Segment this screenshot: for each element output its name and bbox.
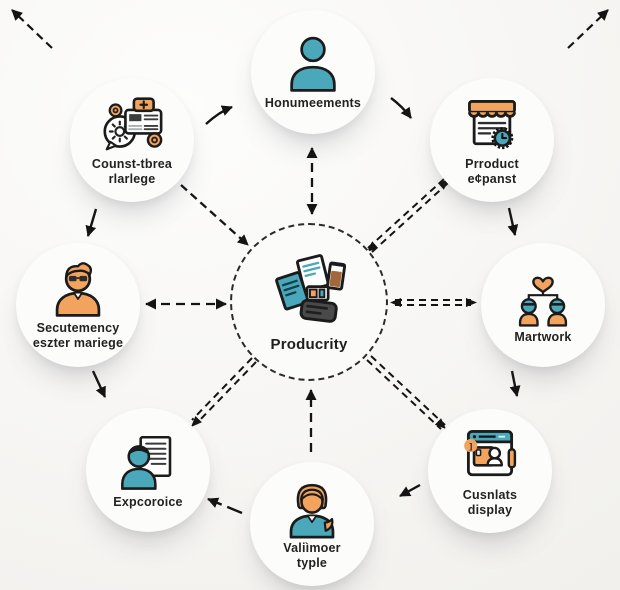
person-document-icon bbox=[115, 431, 181, 493]
node-prroduct-expanst: Prroduct e¢panst bbox=[430, 78, 554, 202]
node-label: Expcoroice bbox=[113, 494, 183, 509]
connector-topleft-center bbox=[180, 184, 249, 246]
connector-center-right bbox=[395, 299, 471, 306]
connector-center-bottomright bbox=[366, 355, 446, 430]
documents-stack-icon bbox=[263, 252, 355, 332]
team-heart-icon bbox=[510, 266, 576, 328]
arrow-right-bottomright bbox=[509, 370, 521, 397]
person-glasses-icon bbox=[45, 259, 111, 319]
arrow-topright-right bbox=[507, 207, 519, 236]
corner-arrow-top-left bbox=[11, 9, 53, 49]
arrow-bottomright-bottomcenter bbox=[399, 483, 421, 498]
node-cusnlats: ] Cusnlats display bbox=[428, 409, 552, 533]
node-counst-tbrea: Counst-tbrea rlarlege bbox=[70, 78, 194, 202]
node-label: Cusnlats display bbox=[462, 488, 518, 517]
browser-package-icon: ] bbox=[456, 424, 524, 486]
node-label: Martwork bbox=[514, 329, 572, 344]
svg-text:]: ] bbox=[469, 441, 472, 451]
node-valilmoer: Valiìmoer typle bbox=[250, 462, 374, 586]
node-honumeements: Honumeements bbox=[251, 10, 375, 134]
person-wave-icon bbox=[279, 477, 345, 539]
node-label: Honumeements bbox=[264, 95, 362, 110]
node-label: Valiìmoer typle bbox=[283, 541, 341, 570]
node-secutemency: Secutemency eszter mariege bbox=[16, 243, 140, 367]
node-label: Prroduct e¢panst bbox=[465, 157, 519, 186]
connector-center-topright bbox=[367, 178, 449, 253]
arrow-left-bottomleft bbox=[91, 370, 107, 398]
chat-gear-card-icon bbox=[98, 93, 166, 155]
node-producrity: Producrity bbox=[230, 223, 388, 381]
connector-center-bottomleft bbox=[191, 357, 257, 425]
node-label: Secutemency eszter mariege bbox=[32, 321, 124, 350]
arrow-topleft-topcenter bbox=[205, 105, 233, 125]
person-icon bbox=[280, 34, 346, 94]
storefront-clock-icon bbox=[458, 93, 526, 155]
node-martwork: Martwork bbox=[481, 243, 605, 367]
node-label: Counst-tbrea rlarlege bbox=[91, 157, 173, 186]
arrow-bottomcenter-bottomleft bbox=[207, 497, 243, 515]
arrow-topcenter-topright bbox=[390, 97, 412, 119]
arrow-topleft-left bbox=[85, 208, 98, 237]
corner-arrow-top-right bbox=[567, 9, 609, 49]
center-label: Producrity bbox=[270, 335, 348, 353]
node-expcoroice: Expcoroice bbox=[86, 408, 210, 532]
